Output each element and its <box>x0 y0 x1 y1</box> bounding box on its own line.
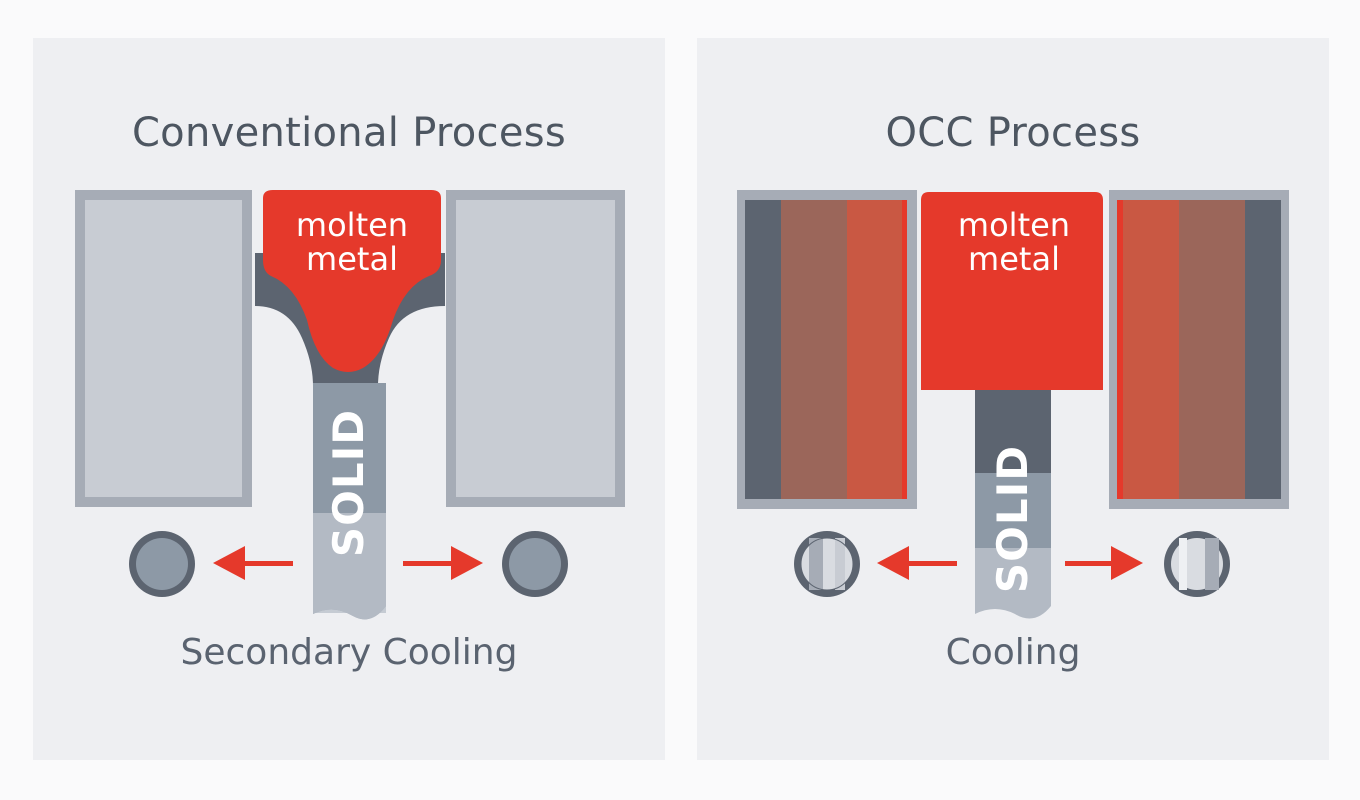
occ-diagram <box>737 190 1289 619</box>
panel-caption: Cooling <box>945 632 1081 673</box>
solid-label: SOLID <box>324 408 373 558</box>
molten-metal-label: molten metal <box>262 208 442 276</box>
molten-label-line2: metal <box>968 240 1060 278</box>
conventional-diagram <box>75 190 625 620</box>
left-cooling-nozzle <box>794 531 860 597</box>
molten-label-line1: molten <box>957 206 1071 244</box>
panel-title: OCC Process <box>885 110 1141 156</box>
left-arrow-icon <box>877 546 957 580</box>
molten-metal <box>263 190 441 372</box>
panel-title: Conventional Process <box>131 110 567 156</box>
right-arrow-icon <box>403 546 483 580</box>
molten-metal-label: molten metal <box>924 208 1104 276</box>
occ-process-panel: OCC Process molten metal SOLID Cooling <box>697 38 1329 760</box>
molten-label-line1: molten <box>295 206 409 244</box>
right-arrow-icon <box>1065 546 1143 580</box>
left-arrow-icon <box>213 546 293 580</box>
right-cooling-nozzle <box>1164 531 1230 597</box>
solid-label: SOLID <box>988 444 1037 594</box>
molten-label-line2: metal <box>306 240 398 278</box>
panel-caption: Secondary Cooling <box>180 632 518 673</box>
conventional-process-panel: Conventional Process molten metal SOLID … <box>33 38 665 760</box>
molten-metal <box>921 192 1103 390</box>
